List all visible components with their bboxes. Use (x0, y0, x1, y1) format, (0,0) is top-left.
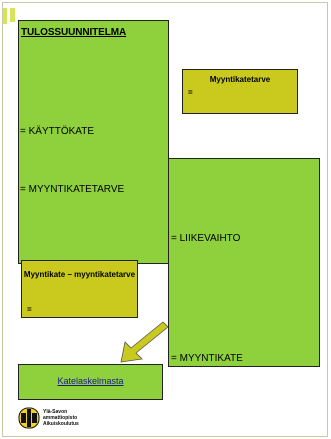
katelaskelmasta-box[interactable]: Katelaskelmasta (18, 364, 163, 400)
myyntikate-label: = MYYNTIKATE (171, 353, 243, 364)
kayttokate-label: = KÄYTTÖKATE (20, 126, 94, 137)
difference-box-eq: = (27, 305, 32, 314)
katelaskelmasta-link[interactable]: Katelaskelmasta (57, 376, 124, 386)
difference-box: Myyntikate – myyntikatetarve = (21, 260, 138, 318)
ylasavon-ammattiopisto-logo: Ylä-Savon ammattiopisto Aikuiskoulutus (18, 407, 138, 431)
myyntikatetarve-box: Myyntikatetarve = (182, 69, 298, 114)
logo-text: Ylä-Savon ammattiopisto Aikuiskoulutus (43, 409, 103, 427)
tulossuunnitelma-box: TULOSSUUNNITELMA = KÄYTTÖKATE = MYYNTIKA… (18, 20, 169, 264)
slide-frame (2, 2, 328, 437)
diagram-title: TULOSSUUNNITELMA (21, 27, 127, 38)
liikevaihto-label: = LIIKEVAIHTO (171, 233, 241, 244)
decorative-bar (10, 8, 15, 22)
myyntikatetarve-box-label: Myyntikatetarve (209, 75, 271, 84)
logo-mark-icon (18, 407, 40, 429)
arrow-down-left-icon (120, 321, 168, 363)
logo-line3: Aikuiskoulutus (43, 421, 79, 427)
decorative-bar (3, 8, 7, 24)
logo-line2: ammattiopisto (43, 415, 78, 421)
myyntikatetarve-box-eq: = (188, 88, 193, 97)
liikevaihto-box: = LIIKEVAIHTO = MYYNTIKATE (168, 158, 320, 367)
logo-line1: Ylä-Savon (43, 409, 68, 415)
myyntikatetarve-label: = MYYNTIKATETARVE (20, 184, 125, 195)
difference-box-label: Myyntikate – myyntikatetarve (23, 270, 136, 279)
